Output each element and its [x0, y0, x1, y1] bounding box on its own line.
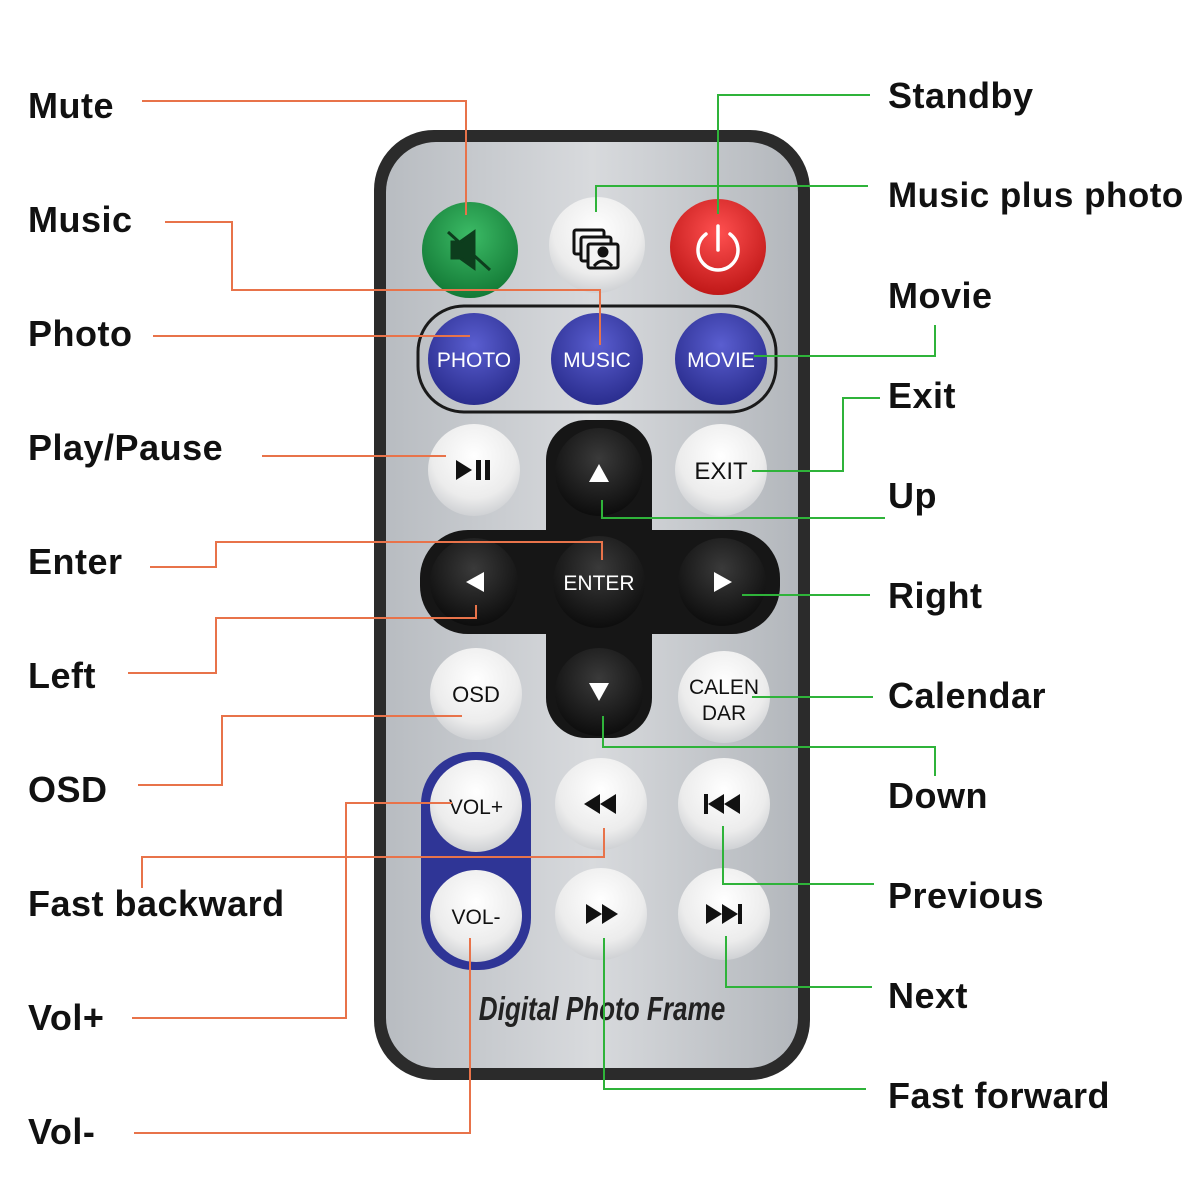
label-right: Right [888, 575, 983, 616]
left-button[interactable] [430, 538, 518, 626]
play-pause-icon [456, 460, 490, 480]
label-next: Next [888, 975, 969, 1016]
fast-forward-button[interactable] [555, 868, 647, 960]
leader-music-plus-photo [595, 185, 868, 212]
mute-button[interactable] [422, 202, 518, 298]
photo-button-label: PHOTO [437, 349, 511, 372]
arrow-up-icon [589, 464, 609, 482]
leader-down [602, 716, 936, 776]
down-button[interactable] [555, 648, 643, 736]
exit-button[interactable]: EXIT [675, 424, 767, 516]
label-enter: Enter [28, 541, 123, 582]
fast-backward-button[interactable] [555, 758, 647, 850]
leader-fast-backward [141, 828, 605, 888]
vol-minus-button[interactable]: VOL- [430, 870, 522, 962]
leader-up [601, 500, 885, 519]
arrow-left-icon [466, 572, 484, 592]
label-exit: Exit [888, 375, 957, 416]
leader-enter [150, 541, 603, 568]
leader-next [725, 936, 872, 988]
label-mute: Mute [28, 85, 114, 126]
play-pause-button[interactable] [428, 424, 520, 516]
fast-forward-icon [586, 904, 618, 924]
skip-next-icon [706, 904, 742, 924]
photo-button[interactable]: PHOTO [428, 313, 520, 405]
right-button[interactable] [678, 538, 766, 626]
calendar-button[interactable]: CALEN DAR [678, 651, 770, 743]
leader-mute [142, 100, 467, 215]
leader-vol-plus [132, 802, 452, 1019]
movie-button-label: MOVIE [687, 349, 755, 372]
right-leaders [595, 94, 936, 1090]
label-osd: OSD [28, 769, 108, 810]
leader-music [165, 221, 601, 345]
arrow-right-icon [714, 572, 732, 592]
leader-movie [754, 325, 936, 357]
label-music: Music [28, 199, 133, 240]
enter-button[interactable]: ENTER [553, 536, 645, 628]
arrow-down-icon [589, 683, 609, 701]
label-previous: Previous [888, 875, 1045, 916]
brand-text: Digital Photo Frame [479, 991, 725, 1028]
music-button-label: MUSIC [563, 349, 631, 372]
music-photo-button[interactable] [549, 197, 645, 293]
calendar-button-label-2: DAR [702, 702, 746, 725]
music-button[interactable]: MUSIC [551, 313, 643, 405]
next-button[interactable] [678, 868, 770, 960]
movie-button[interactable]: MOVIE [675, 313, 767, 405]
leader-osd [138, 715, 462, 786]
osd-button-label: OSD [452, 682, 500, 707]
label-standby: Standby [888, 75, 1034, 116]
rewind-icon [584, 794, 616, 814]
label-vol-plus: Vol+ [28, 997, 105, 1038]
label-music-plus-photo: Music plus photo [888, 176, 1184, 215]
power-icon [696, 224, 740, 272]
leader-vol-minus [134, 938, 471, 1134]
mute-icon [446, 229, 492, 272]
leader-standby [717, 94, 870, 214]
label-movie: Movie [888, 275, 993, 316]
label-fast-forward: Fast forward [888, 1075, 1111, 1116]
label-photo: Photo [28, 313, 133, 354]
leader-previous [722, 826, 874, 885]
vol-minus-button-label: VOL- [451, 906, 500, 929]
label-fast-backward: Fast backward [28, 883, 285, 924]
leader-fast-forward [603, 938, 866, 1090]
mode-row-frame [416, 304, 778, 414]
music-photo-icon [572, 228, 620, 270]
exit-button-label: EXIT [694, 458, 748, 485]
up-button[interactable] [555, 428, 643, 516]
vol-plus-button[interactable]: VOL+ [430, 760, 522, 852]
standby-button[interactable] [670, 199, 766, 295]
osd-button[interactable]: OSD [430, 648, 522, 740]
label-calendar: Calendar [888, 675, 1047, 716]
previous-button[interactable] [678, 758, 770, 850]
calendar-button-label-1: CALEN [689, 676, 759, 699]
label-down: Down [888, 775, 988, 816]
label-vol-minus: Vol- [28, 1111, 96, 1152]
leader-left [128, 605, 477, 674]
vol-plus-button-label: VOL+ [449, 796, 503, 819]
label-up: Up [888, 475, 937, 516]
leader-exit [752, 397, 880, 472]
label-play-pause: Play/Pause [28, 427, 224, 468]
enter-button-label: ENTER [563, 572, 634, 595]
left-leaders [128, 100, 605, 1134]
skip-previous-icon [704, 794, 740, 814]
label-left: Left [28, 655, 96, 696]
